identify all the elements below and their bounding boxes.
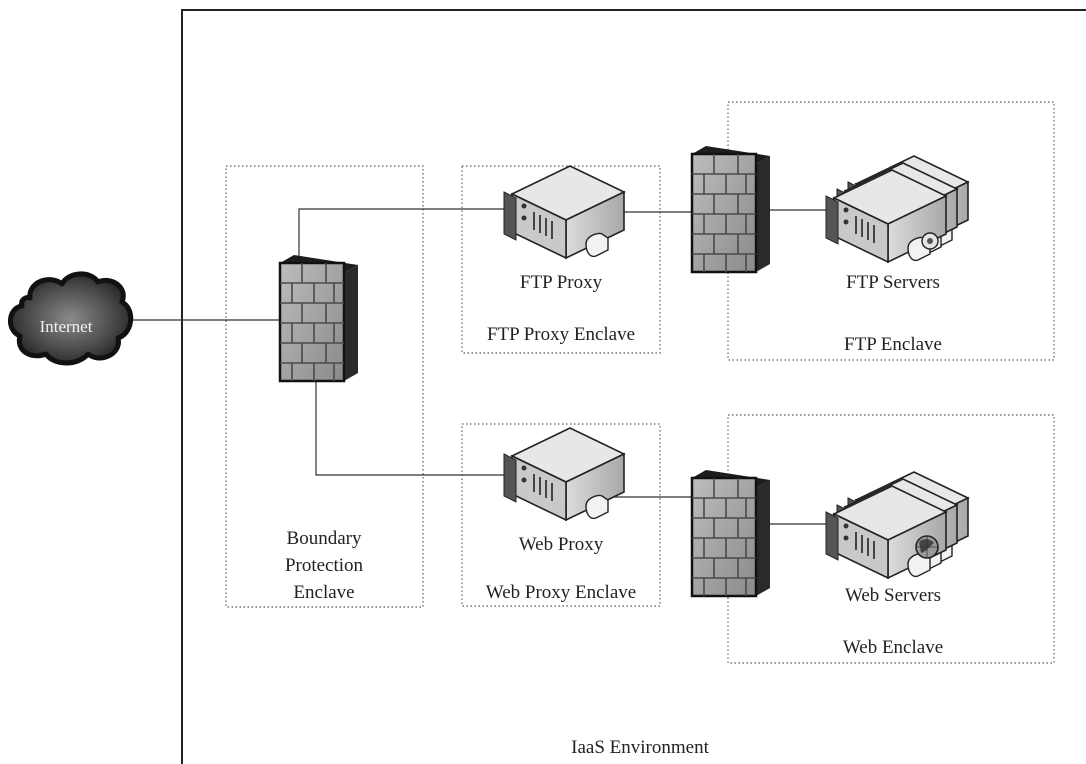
web-firewall-icon xyxy=(690,468,772,598)
boundary-enclave-label-line3: Enclave xyxy=(293,582,354,603)
iaas-environment-border xyxy=(181,9,1086,764)
link-boundary-firewall-to-web-proxy xyxy=(315,374,504,476)
boundary-firewall-icon xyxy=(278,253,360,383)
web-servers-stack-icon xyxy=(826,472,968,578)
ftp-proxy-enclave xyxy=(461,165,661,354)
web-proxy-server-icon xyxy=(503,427,625,521)
ftp-disk-icon xyxy=(921,232,939,250)
boundary-enclave-label-line1: Boundary xyxy=(287,528,362,549)
ftp-firewall-icon xyxy=(690,144,772,274)
web-proxy-enclave-label: Web Proxy Enclave xyxy=(486,582,636,603)
ftp-proxy-server-icon xyxy=(503,165,625,259)
boundary-protection-enclave xyxy=(225,165,424,608)
ftp-proxy-enclave-label: FTP Proxy Enclave xyxy=(487,324,635,345)
web-servers-label: Web Servers xyxy=(845,585,941,606)
globe-icon xyxy=(915,535,939,559)
ftp-proxy-label: FTP Proxy xyxy=(520,272,603,293)
internet-cloud-icon xyxy=(8,271,134,366)
internet-label: Internet xyxy=(40,317,93,336)
web-enclave-label: Web Enclave xyxy=(843,637,943,658)
ftp-servers-stack-icon xyxy=(826,156,968,262)
iaas-environment-label: IaaS Environment xyxy=(571,737,709,758)
link-boundary-firewall-to-ftp-proxy xyxy=(298,208,506,262)
ftp-enclave-label: FTP Enclave xyxy=(844,334,942,355)
web-proxy-label: Web Proxy xyxy=(519,534,604,555)
boundary-enclave-label-line2: Protection xyxy=(285,555,364,576)
ftp-servers-label: FTP Servers xyxy=(846,272,940,293)
web-proxy-enclave xyxy=(461,423,661,607)
